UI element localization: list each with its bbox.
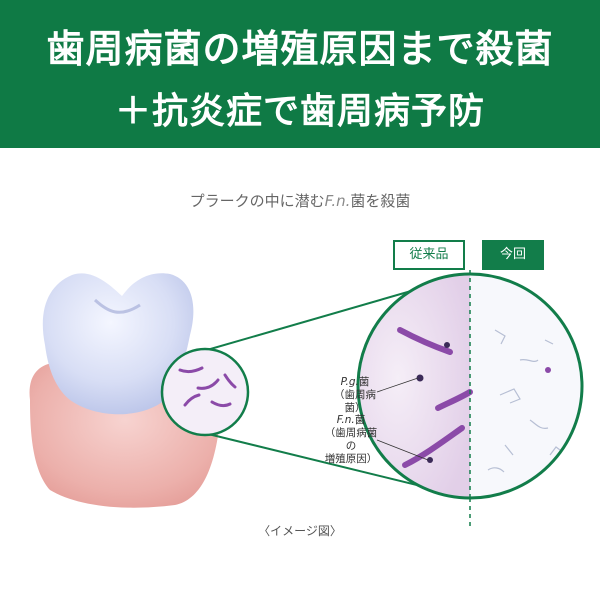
subtitle-prefix: プラークの中に潜む	[189, 192, 325, 210]
badge-previous-product: 従来品	[393, 240, 465, 270]
label-pg: P.g.菌 （歯周病菌）	[330, 376, 380, 415]
label-fn-desc-1: （歯周病菌の	[324, 427, 378, 452]
image-caption: 〈イメージ図〉	[258, 524, 342, 538]
bacteria-pg	[416, 342, 450, 463]
headline-line-2: ＋抗炎症で歯周病予防	[114, 91, 485, 132]
subtitle: プラークの中に潜むF.n.菌を殺菌	[0, 190, 600, 211]
tooth-crown	[42, 273, 194, 415]
dead-bacteria-outlines	[487, 329, 565, 473]
header-banner: 歯周病菌の増殖原因まで殺菌 ＋抗炎症で歯周病予防	[0, 0, 600, 148]
label-fn-name: F.n.	[336, 414, 355, 426]
label-fn: F.n.菌 （歯周病菌の 増殖原因）	[320, 414, 382, 466]
badge-current-product: 今回	[482, 240, 544, 270]
subtitle-suffix: 菌を殺菌	[350, 192, 411, 210]
label-fn-desc-2: 増殖原因）	[324, 453, 378, 465]
label-pg-desc: （歯周病菌）	[334, 389, 376, 414]
bacteria-fn	[397, 327, 473, 468]
label-pg-suffix: 菌	[358, 376, 370, 388]
subtitle-fn: F.n.	[324, 192, 351, 210]
small-circle-bacteria	[178, 366, 237, 408]
label-pg-name: P.g.	[340, 376, 359, 388]
headline-line-1: 歯周病菌の増殖原因まで殺菌	[46, 27, 554, 71]
label-fn-suffix: 菌	[354, 414, 366, 426]
